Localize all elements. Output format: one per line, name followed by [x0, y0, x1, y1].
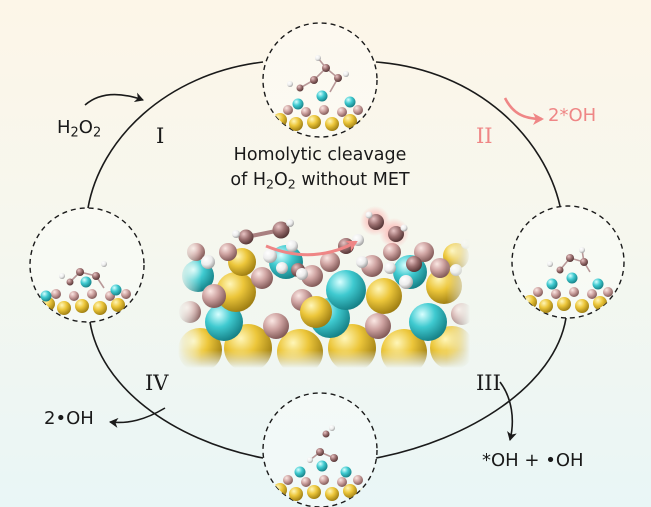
oh-radicals — [360, 206, 409, 248]
product-arrow-iii — [499, 381, 517, 441]
step-numeral-i: I — [156, 124, 165, 148]
catalytic-cycle — [87, 61, 567, 459]
cycle-arc-bottom-left — [89, 321, 264, 459]
product-label-iv: 2•OH — [44, 408, 94, 429]
surface-model-top — [273, 55, 373, 131]
cycle-arc-top-right — [375, 61, 561, 207]
cycle-arc-right-bottom — [375, 317, 567, 459]
product-label-iii: *OH + •OH — [482, 450, 584, 471]
state-circle-right — [511, 205, 625, 319]
product-label-ii: 2*OH — [548, 105, 597, 126]
central-slab-model — [178, 234, 474, 375]
product-arrow-ii — [503, 97, 544, 125]
step-numeral-iii: III — [476, 371, 501, 395]
cleavage-arrow — [265, 240, 358, 257]
title-line-1: Homolytic cleavage — [233, 145, 407, 165]
state-circle-bottom — [262, 392, 378, 507]
diagram-title: Homolytic cleavage of H2O2 without MET — [205, 143, 435, 193]
step-numeral-iv: IV — [145, 371, 169, 395]
h2o2-molecule — [232, 219, 294, 245]
reactant-arrow — [84, 92, 144, 106]
cycle-arc-left-top — [87, 61, 264, 209]
reactant-label: H2O2 — [57, 117, 102, 141]
state-circle-top — [262, 22, 378, 138]
product-arrow-iv — [109, 407, 166, 428]
surface-model-left — [40, 261, 141, 315]
state-circle-left — [29, 207, 145, 323]
step-numeral-ii: II — [476, 124, 493, 148]
title-line-2: of H2O2 without MET — [230, 170, 410, 192]
